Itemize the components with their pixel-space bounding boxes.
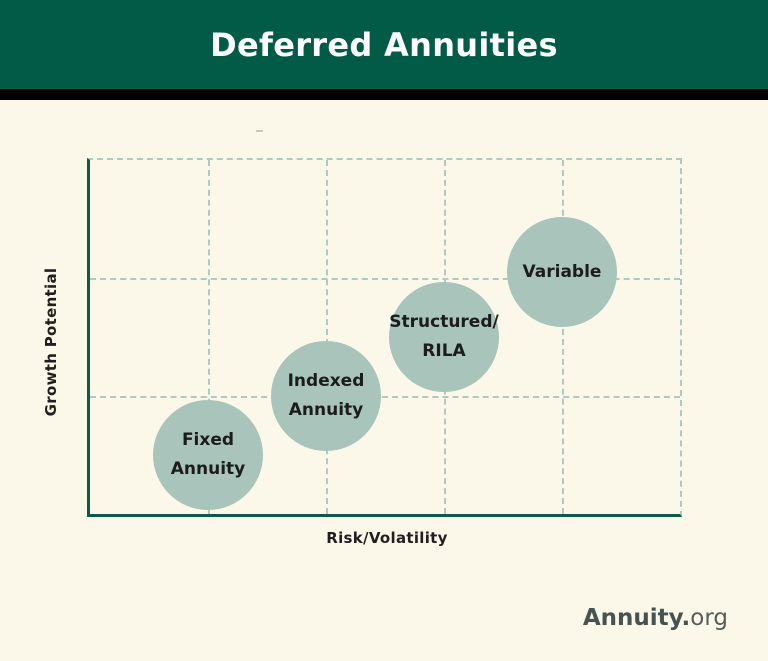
bubble-structured-rila: Structured/RILA: [389, 282, 499, 392]
gridline-vertical: [208, 160, 210, 514]
bubble-label-line: Fixed: [181, 430, 235, 450]
x-axis-label: Risk/Volatility: [326, 529, 448, 547]
bubble-variable: Variable: [507, 217, 617, 328]
bubble-label-line: RILA: [422, 341, 466, 361]
gridline-horizontal: [90, 278, 680, 280]
y-axis-label: Growth Potential: [42, 267, 60, 417]
bubble-label-line: Indexed: [287, 371, 365, 391]
bubble-label-line: Annuity: [170, 459, 246, 479]
bubble-label-line: Annuity: [288, 400, 364, 420]
annuity-org-logo: Annuity.org: [583, 605, 728, 631]
page-title: Deferred Annuities: [210, 25, 558, 64]
header-divider-strip: [0, 89, 768, 100]
header-banner: Deferred Annuities: [0, 0, 768, 89]
gridline-vertical: [326, 160, 328, 514]
gridline-vertical: [562, 160, 564, 514]
bubble-label-line: Structured/: [389, 312, 499, 332]
logo-text-secondary: org: [690, 605, 728, 631]
stray-dash-mark: [256, 130, 263, 132]
bubble-label-line: Variable: [522, 261, 602, 282]
gridline-horizontal: [90, 396, 680, 398]
logo-text-primary: Annuity.: [582, 605, 691, 631]
